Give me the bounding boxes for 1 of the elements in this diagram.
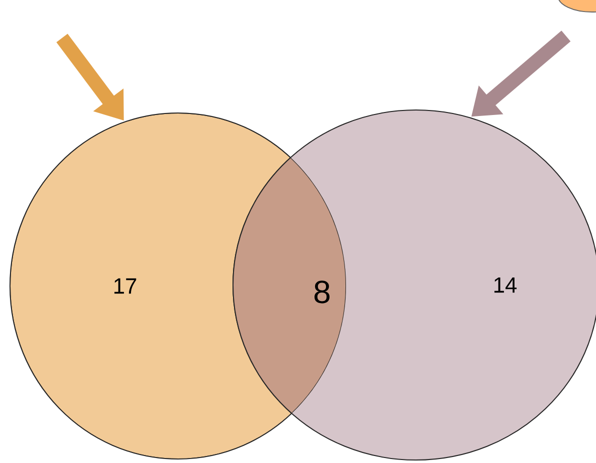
count-label: 8	[314, 280, 330, 304]
